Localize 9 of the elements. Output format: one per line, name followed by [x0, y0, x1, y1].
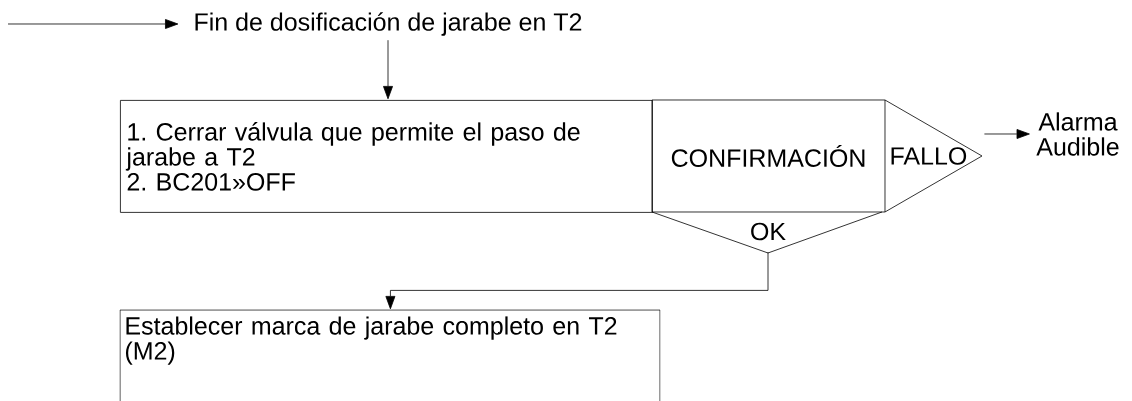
arrow	[383, 39, 393, 100]
arrow	[984, 129, 1030, 139]
arrow	[7, 19, 179, 29]
action-box: 1. Cerrar válvula que permite el paso de jarabe a T2 2. BC201»OFF	[120, 100, 653, 213]
action-box: Establecer marca de jarabe completo en T2 (M2)	[119, 309, 661, 401]
alarm-text: Alarma Audible	[1036, 112, 1119, 156]
confirmation-box: CONFIRMACIÓN	[651, 99, 886, 213]
event-text: Fin de dosificación de jarabe en T2	[195, 12, 582, 36]
arrow	[385, 252, 769, 310]
